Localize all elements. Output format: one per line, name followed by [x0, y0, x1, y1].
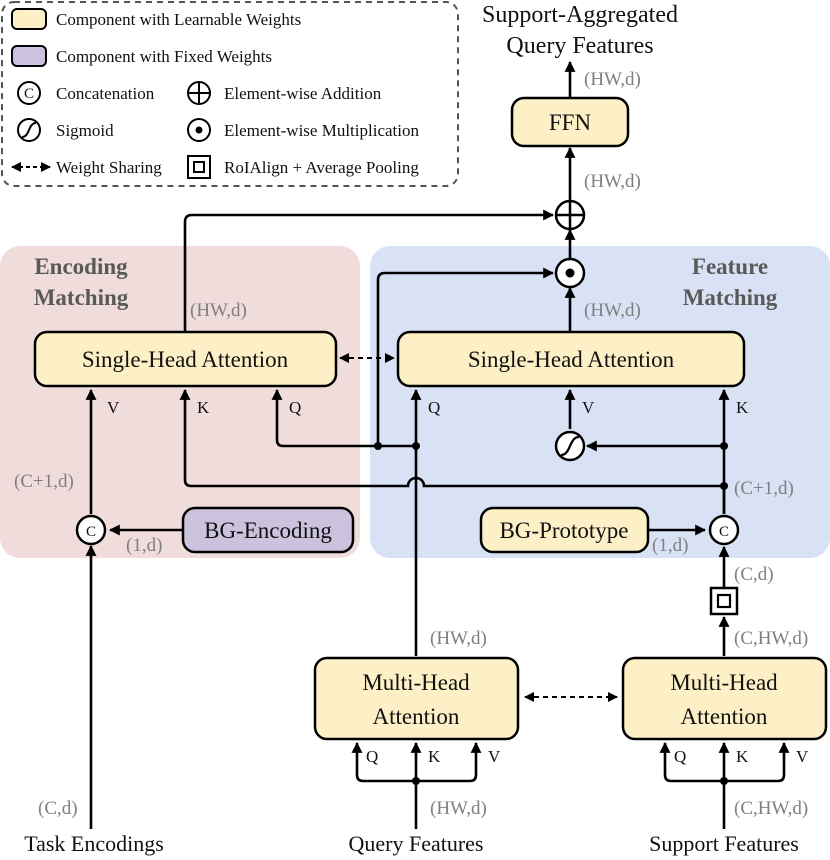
dim-bg-prototype-out: (1,d) [652, 535, 688, 556]
dim-bg-encoding-out: (1,d) [126, 535, 162, 556]
dim-query-in: (HW,d) [430, 798, 487, 819]
dim-sha-left-out: (HW,d) [190, 300, 247, 321]
svg-text:C: C [719, 524, 729, 540]
port-q-mha-query: Q [366, 747, 378, 766]
port-q-right: Q [428, 398, 440, 417]
dim-ffn-in: (HW,d) [584, 171, 641, 192]
encoding-region-title-1: Encoding [34, 254, 128, 279]
output-title-line2: Query Features [506, 33, 653, 59]
feature-matching-region [370, 246, 830, 558]
legend-weight-sharing-label: Weight Sharing [56, 158, 162, 177]
roialign-op [709, 586, 739, 616]
legend-fixed-label: Component with Fixed Weights [56, 47, 272, 66]
port-k-mha-support: K [736, 747, 749, 766]
legend-sigmoid-label: Sigmoid [56, 121, 114, 140]
legend-addition-label: Element-wise Addition [224, 84, 382, 103]
dim-task-in: (C,d) [38, 798, 78, 819]
multiplication-icon [187, 118, 211, 142]
single-head-attention-left: Single-Head Attention [33, 330, 338, 388]
svg-text:C: C [86, 524, 96, 540]
port-v-mha-support: V [796, 747, 809, 766]
dim-mha-support-out: (C,HW,d) [734, 628, 808, 649]
concat-op-left: C [75, 514, 107, 546]
bg-prototype-block: BG-Prototype [479, 506, 650, 554]
legend-learnable-swatch [11, 8, 47, 30]
addition-op [554, 199, 586, 231]
svg-text:FFN: FFN [549, 110, 592, 135]
encoding-region-title-2: Matching [34, 285, 129, 310]
port-k-right: K [736, 398, 749, 417]
svg-text:Single-Head Attention: Single-Head Attention [468, 347, 675, 372]
concat-icon: C [17, 81, 41, 105]
legend-fixed-swatch [11, 45, 47, 67]
output-title-line1: Support-Aggregated [482, 2, 678, 28]
svg-text:BG-Prototype: BG-Prototype [499, 518, 628, 543]
port-v-mha-query: V [488, 747, 501, 766]
dim-concat-left-out: (C+1,d) [14, 471, 74, 492]
port-v-left: V [107, 398, 120, 417]
legend-learnable-label: Component with Learnable Weights [56, 10, 301, 29]
single-head-attention-right: Single-Head Attention [396, 330, 746, 388]
svg-text:Multi-Head: Multi-Head [670, 670, 778, 695]
ffn-block: FFN [510, 96, 630, 148]
port-v-right: V [582, 398, 595, 417]
port-k-left: K [197, 398, 210, 417]
port-q-mha-support: Q [674, 747, 686, 766]
legend-roialign-label: RoIAlign + Average Pooling [224, 158, 419, 177]
svg-text:Attention: Attention [373, 704, 460, 729]
addition-icon [187, 81, 211, 105]
roialign-icon [187, 155, 211, 179]
dim-concat-right-out: (C+1,d) [734, 478, 794, 499]
sigmoid-op [554, 430, 586, 462]
input-support-features: Support Features [649, 831, 799, 856]
svg-text:Multi-Head: Multi-Head [362, 670, 470, 695]
bg-encoding-block: BG-Encoding [181, 506, 355, 554]
legend-concat-label: Concatenation [56, 84, 155, 103]
legend-multiplication-label: Element-wise Multiplication [224, 121, 419, 140]
port-q-left: Q [289, 398, 301, 417]
multi-head-attention-support: Multi-Head Attention [621, 656, 828, 741]
sigmoid-icon [17, 118, 41, 142]
dim-roi-out: (C,d) [734, 564, 774, 585]
feature-region-title-2: Matching [683, 285, 778, 310]
dim-support-in: (C,HW,d) [734, 798, 808, 819]
dim-mha-query-out: (HW,d) [430, 628, 487, 649]
wires [85, 60, 790, 829]
feature-region-title-1: Feature [692, 254, 768, 279]
input-task-encodings: Task Encodings [24, 831, 164, 856]
concat-op-right: C [708, 514, 740, 546]
dim-ffn-out: (HW,d) [584, 69, 641, 90]
multi-head-attention-query: Multi-Head Attention [313, 656, 520, 741]
svg-text:Single-Head Attention: Single-Head Attention [82, 347, 289, 372]
svg-text:C: C [24, 86, 34, 102]
input-query-features: Query Features [348, 831, 483, 856]
svg-text:BG-Encoding: BG-Encoding [204, 518, 332, 543]
port-k-mha-query: K [428, 747, 441, 766]
dim-sha-right-out: (HW,d) [584, 300, 641, 321]
svg-text:Attention: Attention [681, 704, 768, 729]
legend-box [1, 1, 459, 187]
multiplication-op [554, 257, 586, 289]
